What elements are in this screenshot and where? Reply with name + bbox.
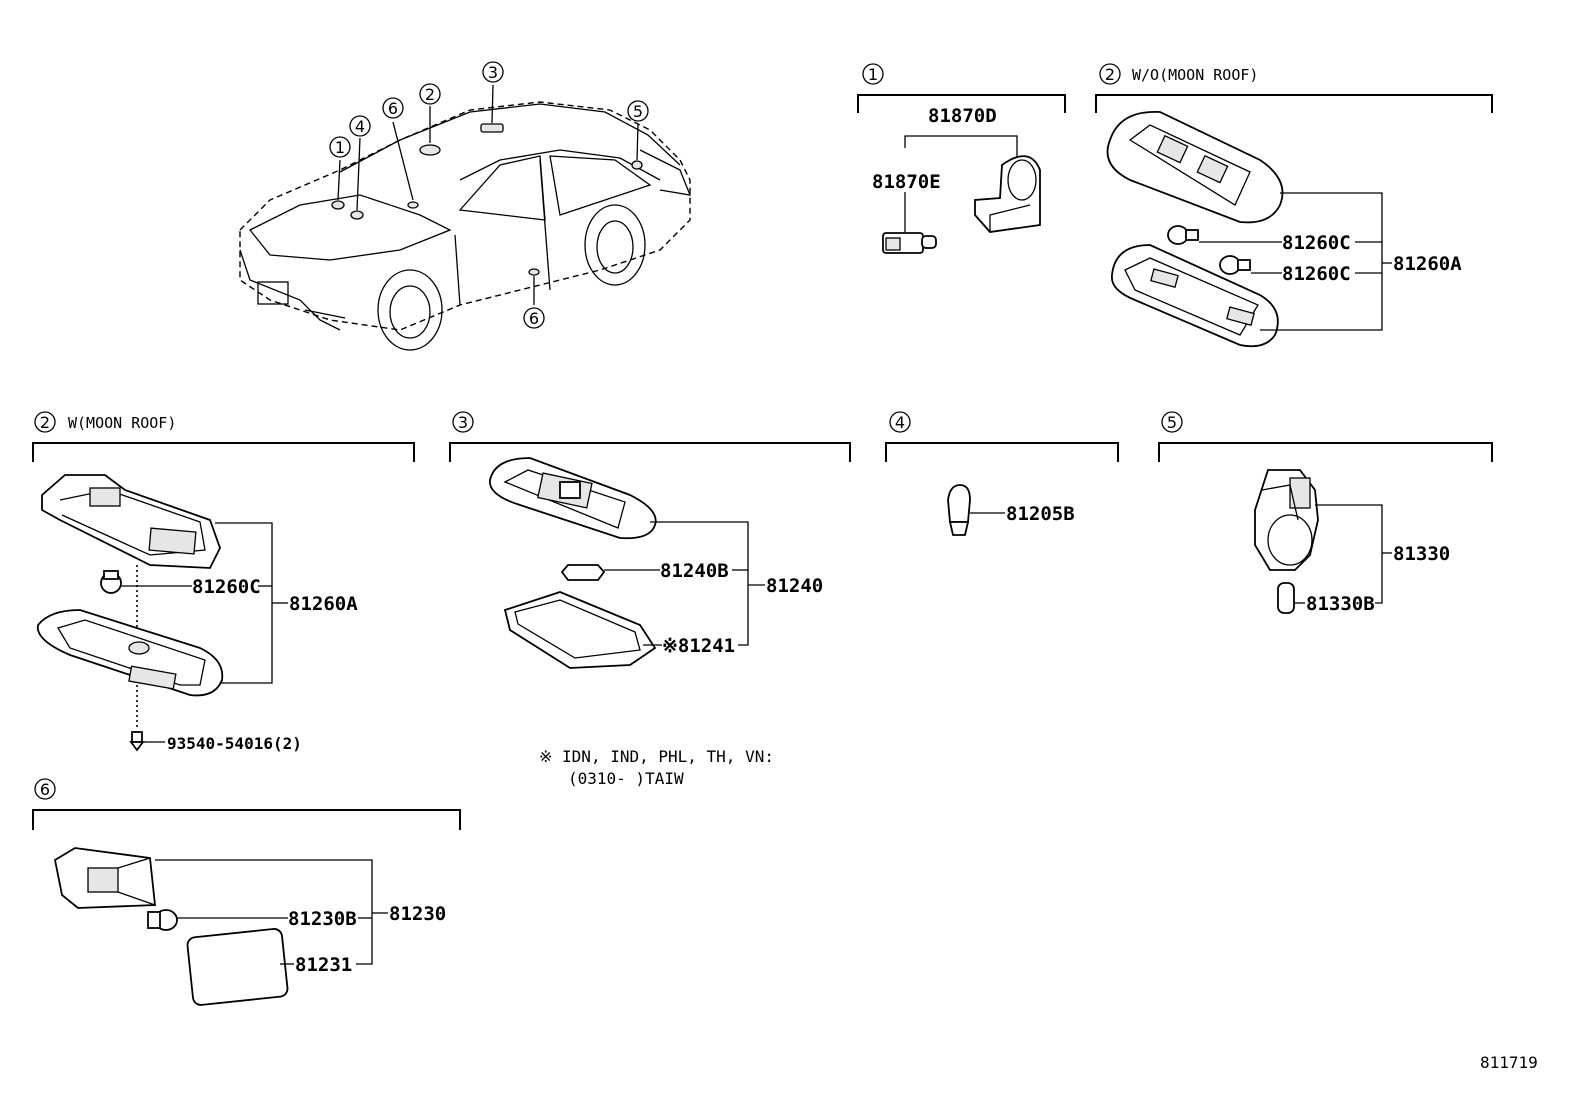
room-lamp-lens	[503, 591, 657, 669]
svg-text:2: 2	[40, 413, 50, 432]
part-81260A-1: 81260A	[1393, 253, 1462, 275]
bracket-81870D	[974, 155, 1041, 233]
light-mark-5	[631, 160, 643, 170]
callout-4: 4	[349, 115, 371, 137]
part-81240: 81240	[766, 575, 823, 597]
car-overview: 1 4 6 2 3 5 6	[239, 61, 692, 351]
socket-81330	[1254, 469, 1319, 571]
bulb-81260C-1	[1167, 225, 1199, 245]
svg-text:1: 1	[335, 138, 345, 157]
section-4: 4 81205B	[885, 411, 1119, 536]
socket-81870E	[882, 232, 937, 254]
callout-2: 2	[419, 83, 441, 105]
svg-text:6: 6	[40, 780, 50, 799]
light-mark-3	[480, 123, 504, 133]
part-81260A-2: 81260A	[289, 593, 358, 615]
light-mark-4	[350, 210, 364, 220]
part-81330B: 81330B	[1306, 593, 1375, 615]
part-81205B: 81205B	[1006, 503, 1075, 525]
part-81260C-1: 81260C	[1282, 232, 1351, 254]
part-81230B: 81230B	[288, 908, 357, 930]
section-3: 3 81240B 81240 ※81241 ※ IDN, IND, PHL, T…	[449, 411, 851, 788]
section-2a-title: W/O(MOON ROOF)	[1132, 66, 1258, 84]
moon-roof-lens	[36, 609, 224, 697]
note-line-2: (0310- )TAIW	[568, 769, 684, 788]
section-1: 1 81870D 81870E	[857, 63, 1066, 254]
svg-text:5: 5	[633, 102, 643, 121]
section-6: 6 81230B 81230 81231	[32, 778, 461, 1006]
light-mark-2	[419, 144, 441, 156]
lens-lower	[1111, 244, 1279, 348]
part-81241: ※81241	[662, 635, 735, 657]
note-line-1: ※ IDN, IND, PHL, TH, VN:	[539, 747, 774, 766]
bulb-81230B	[147, 909, 178, 931]
figure-id: 811719	[1480, 1053, 1538, 1072]
section-2b-title: W(MOON ROOF)	[68, 414, 176, 432]
part-81870D: 81870D	[928, 105, 997, 127]
bulb-81260C-2	[1219, 255, 1251, 275]
bulb-81240B	[560, 564, 606, 581]
svg-text:4: 4	[895, 413, 905, 432]
callout-1: 1	[329, 136, 351, 158]
courtesy-lamp-housing	[53, 847, 156, 909]
part-81260C-2: 81260C	[1282, 263, 1351, 285]
section-2-without-moon-roof: 2 W/O(MOON ROOF)	[1095, 63, 1493, 348]
part-81330: 81330	[1393, 543, 1450, 565]
svg-text:2: 2	[1105, 65, 1115, 84]
svg-text:6: 6	[388, 99, 398, 118]
svg-text:2: 2	[425, 85, 435, 104]
svg-text:1: 1	[868, 65, 878, 84]
light-mark-1	[331, 200, 345, 210]
section-2-with-moon-roof: 2 W(MOON ROOF)	[32, 411, 415, 753]
part-81870E: 81870E	[872, 171, 941, 193]
svg-text:6: 6	[529, 309, 539, 328]
part-81231: 81231	[295, 954, 352, 976]
callout-5: 5	[627, 100, 649, 122]
part-81240B: 81240B	[660, 560, 729, 582]
bulb-81205B	[947, 484, 971, 536]
bulb-81330B	[1277, 582, 1295, 614]
svg-text:5: 5	[1167, 413, 1177, 432]
part-81230: 81230	[389, 903, 446, 925]
screw-93540	[129, 731, 145, 752]
svg-text:4: 4	[355, 117, 365, 136]
part-93540-54016: 93540-54016(2)	[167, 734, 302, 753]
callout-6: 6	[382, 97, 404, 119]
light-mark-6a	[407, 201, 419, 209]
bulb-81260C-3	[100, 570, 122, 594]
part-81260C-3: 81260C	[192, 576, 261, 598]
callout-3: 3	[482, 61, 504, 83]
moon-roof-console	[41, 474, 221, 569]
callout-6b: 6	[523, 307, 545, 329]
svg-text:3: 3	[458, 413, 468, 432]
housing-upper	[1106, 111, 1284, 224]
lens-81231	[186, 928, 289, 1006]
svg-text:3: 3	[488, 63, 498, 82]
section-5: 5 81330B 81330	[1158, 411, 1493, 615]
room-lamp-housing	[489, 457, 657, 540]
light-mark-6b	[528, 268, 540, 276]
